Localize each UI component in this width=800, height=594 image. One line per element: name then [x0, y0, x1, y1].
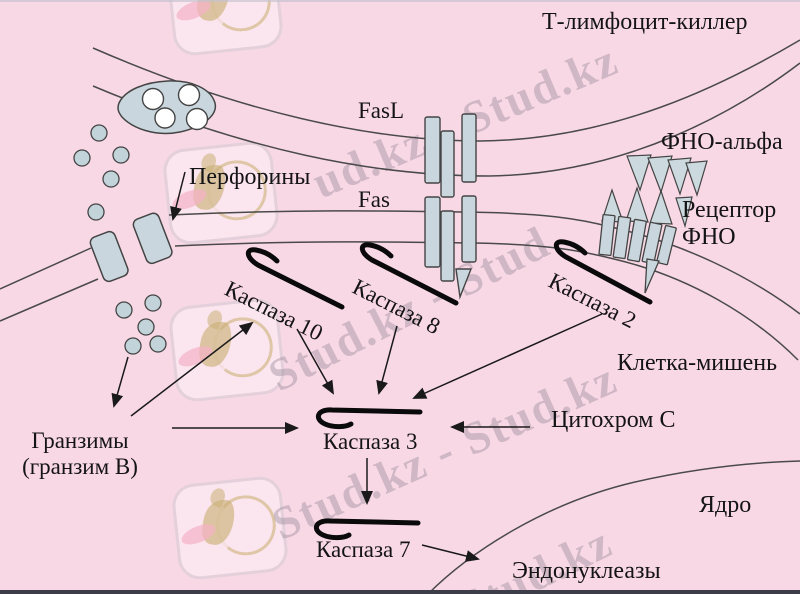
endonucleases-label: Эндонуклеазы	[512, 558, 661, 584]
nucleus-label: Ядро	[699, 492, 752, 518]
perforin-channel	[89, 212, 173, 283]
granule-vesicle	[185, 107, 209, 131]
tnf-receptor-label: Рецептор ФНО	[682, 197, 776, 251]
granzymes-label-line2: (гранзим В)	[22, 453, 138, 479]
cytochrome-c-label: Цитохром С	[551, 407, 676, 433]
fas-label: Fas	[358, 187, 390, 212]
tnf-molecules	[601, 154, 708, 229]
caspase8-symbol	[359, 242, 459, 306]
released-perforin-dots	[73, 124, 130, 221]
tnf-receptor-label-line1: Рецептор	[682, 197, 777, 223]
arrow-granzymes-to-caspase10	[130, 321, 254, 417]
tnf-receptor-label-line2: ФНО	[682, 223, 736, 250]
tnf-receptor	[598, 213, 677, 294]
arrow-caspase8-to-caspase3	[376, 325, 398, 395]
target-cell-membrane	[0, 210, 800, 361]
fasl-label: FasL	[358, 98, 404, 123]
caspase2-symbol	[553, 239, 653, 305]
arrow-caspase7-to-endonucleases	[421, 544, 480, 562]
caspase7-label: Каспаза 7	[316, 537, 411, 562]
target-cell-label: Клетка-мишень	[617, 350, 778, 376]
top-border	[0, 0, 800, 2]
bottom-border	[0, 590, 800, 594]
caspase3-symbol	[315, 407, 423, 430]
arrow-caspase2-to-caspase3	[412, 313, 603, 399]
granule-vesicle	[141, 87, 165, 111]
caspase3-label: Каспаза 3	[323, 429, 418, 454]
granule-vesicle	[177, 83, 201, 107]
tnf-alpha-label: ФНО-альфа	[661, 129, 783, 155]
perforins-label: Перфорины	[189, 164, 311, 190]
secretory-granule	[117, 80, 217, 135]
caspase7-symbol	[313, 518, 421, 541]
arrow-dots-to-granzymes	[111, 356, 129, 408]
fasl-ligand	[424, 113, 477, 198]
arrow-caspase10-to-caspase3	[296, 328, 334, 395]
killer-cell-membrane	[92, 39, 800, 177]
caspase-symbols	[245, 239, 653, 541]
fas-receptor	[424, 195, 477, 300]
granzymes-label: Гранзимы (гранзим В)	[0, 428, 160, 480]
granzyme-dots	[115, 294, 167, 355]
granule-vesicle	[154, 107, 176, 129]
arrow-perforins-to-channel	[170, 171, 186, 221]
t-killer-label: Т-лимфоцит-киллер	[542, 9, 748, 35]
caspase10-symbol	[245, 247, 345, 310]
granzymes-label-line1: Гранзимы	[31, 428, 129, 453]
pathway-arrows	[111, 171, 603, 562]
